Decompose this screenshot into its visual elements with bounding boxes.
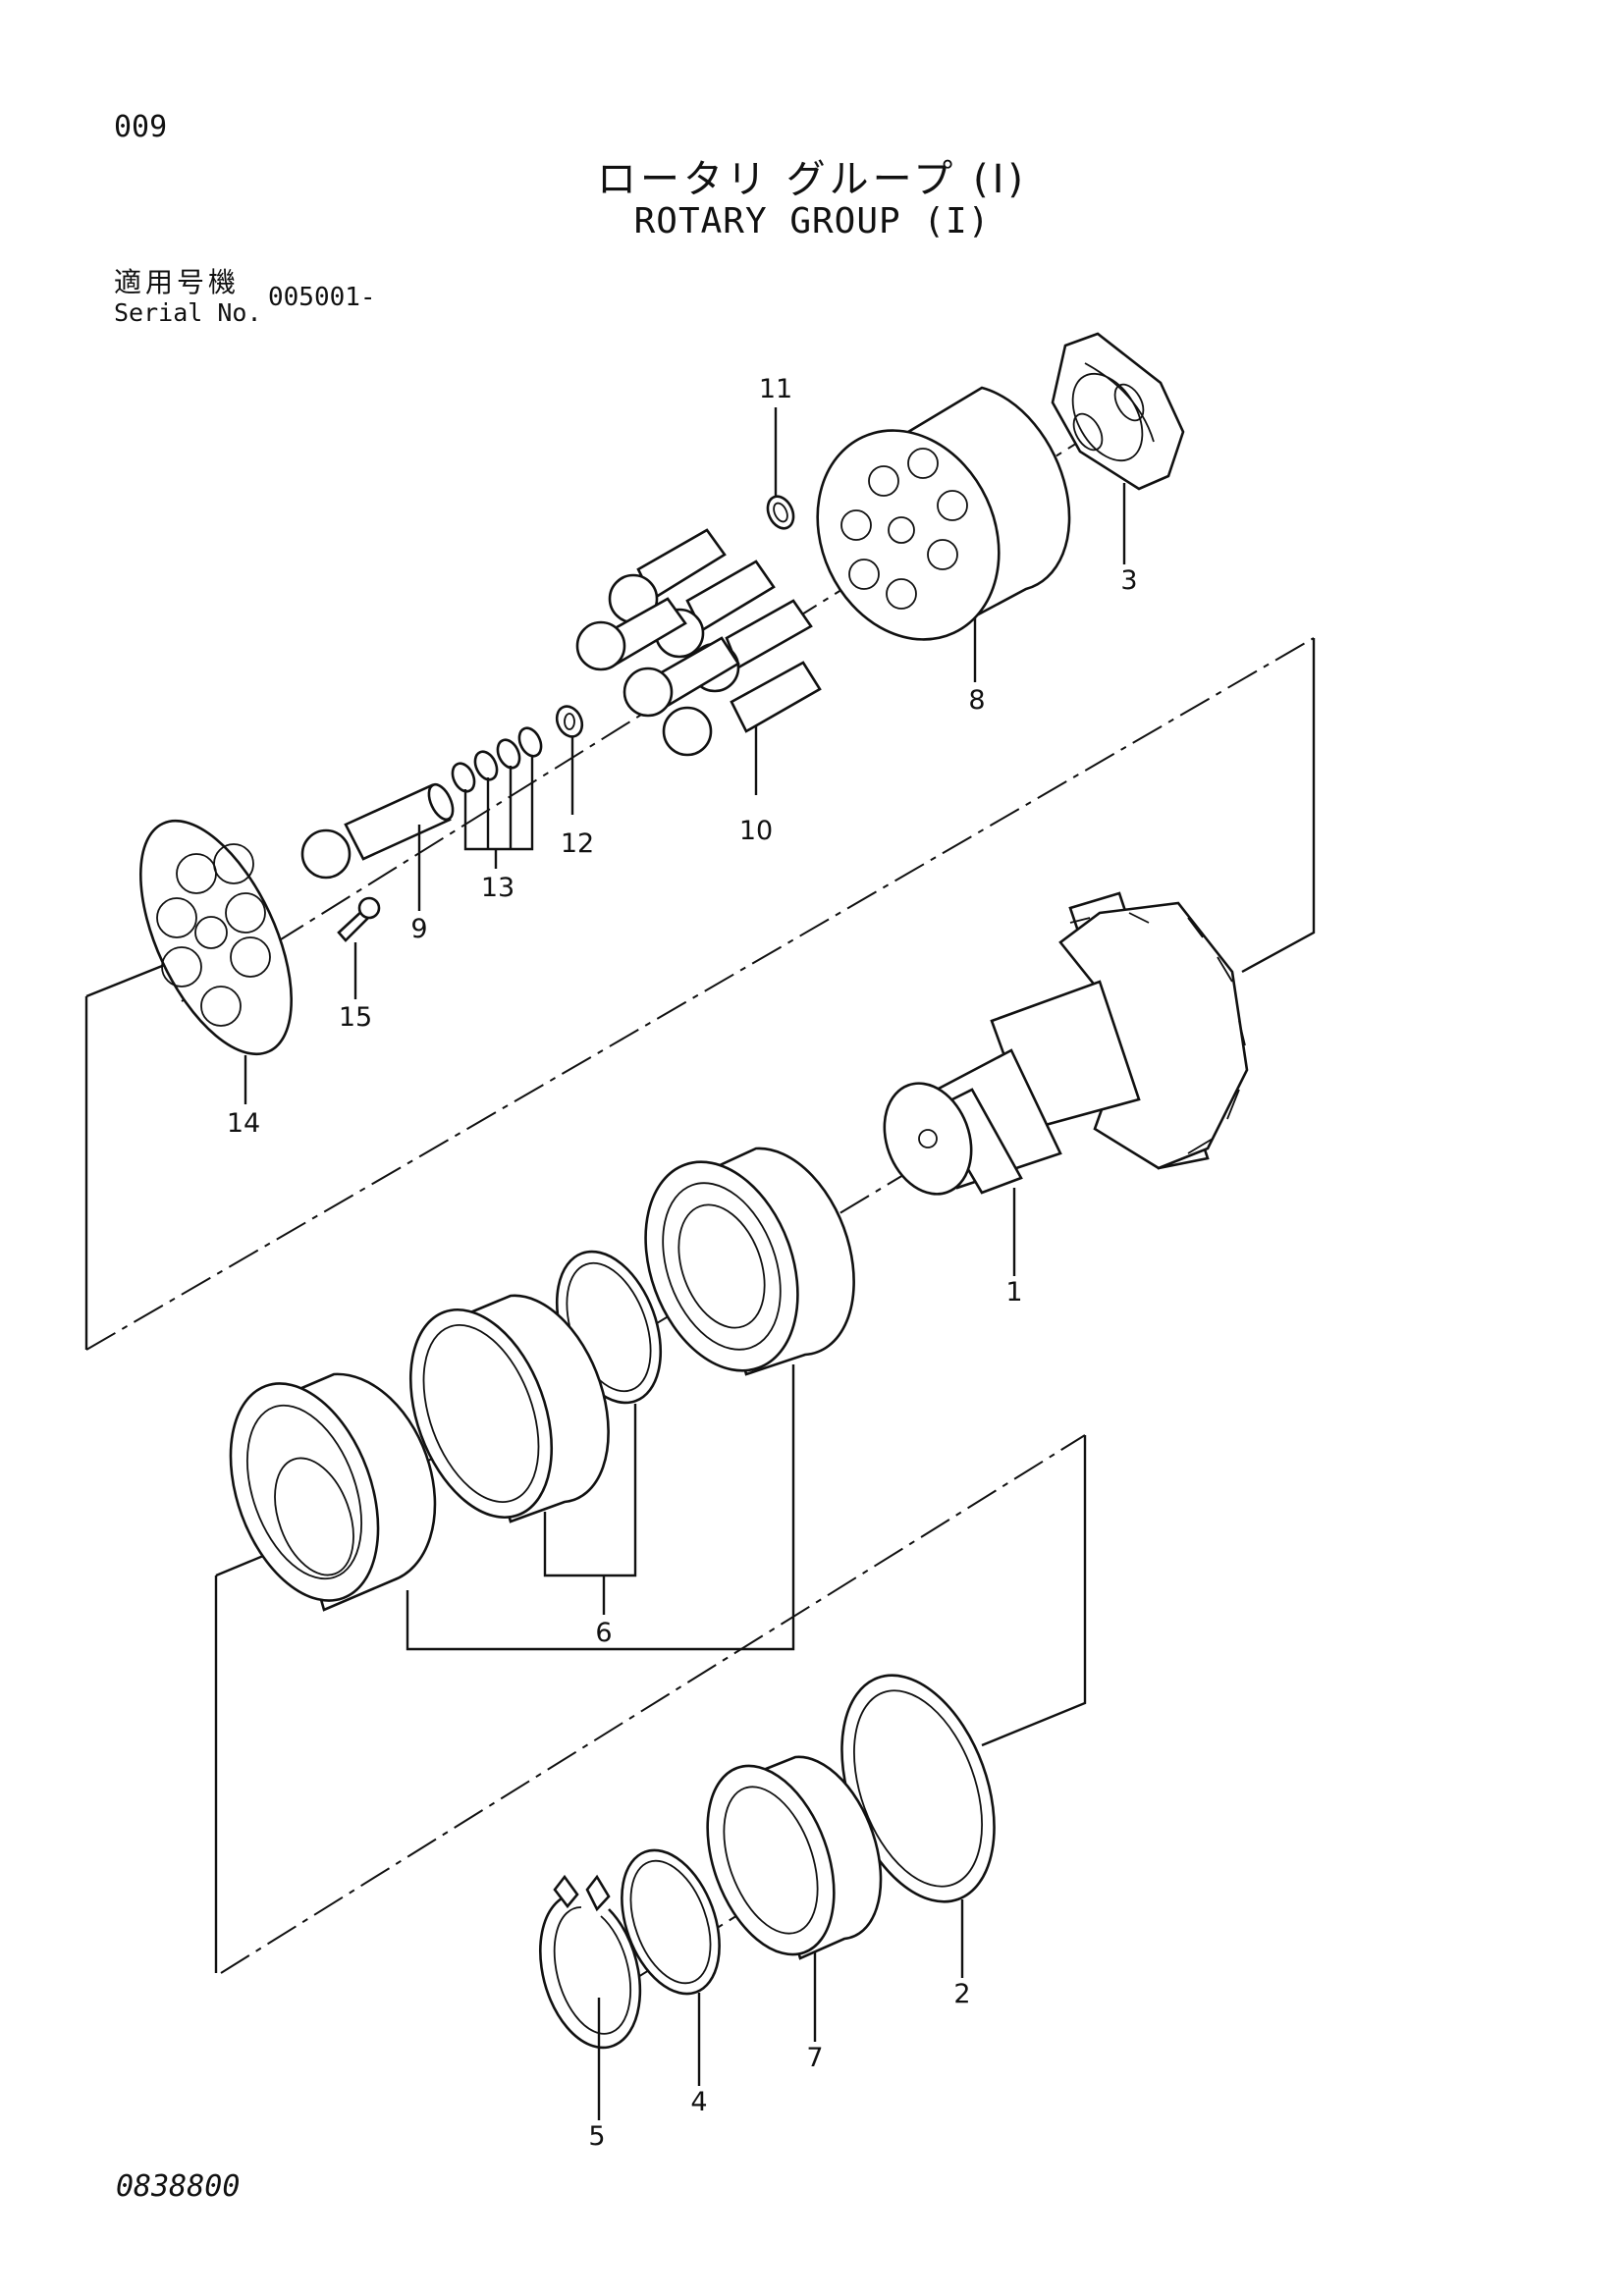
callout-8: 8 bbox=[968, 685, 985, 716]
ring-part-11 bbox=[766, 495, 795, 530]
callout-numbers: 1 2 3 4 5 6 7 8 9 10 11 12 13 14 15 bbox=[227, 374, 1138, 2152]
serial-label-english: Serial No. bbox=[114, 298, 262, 327]
callout-6: 6 bbox=[595, 1618, 612, 1648]
serial-number-range: 005001- bbox=[268, 283, 376, 312]
screw-part-15 bbox=[337, 896, 381, 942]
callout-1: 1 bbox=[1005, 1277, 1022, 1308]
page-number: 009 bbox=[114, 110, 168, 144]
title-japanese: ロータリ グループ (I) bbox=[596, 157, 1028, 202]
callout-2: 2 bbox=[953, 1979, 970, 2009]
callout-10: 10 bbox=[739, 816, 773, 846]
callout-12: 12 bbox=[561, 828, 594, 859]
washers-part-13 bbox=[451, 726, 543, 793]
callout-5: 5 bbox=[588, 2121, 605, 2152]
callout-13: 13 bbox=[481, 873, 514, 903]
callout-15: 15 bbox=[339, 1002, 372, 1033]
center-shaft-part-9 bbox=[300, 782, 455, 880]
bearing-left bbox=[229, 1372, 437, 1612]
retainer-plate-part-14 bbox=[138, 819, 294, 1056]
leader-lines bbox=[244, 407, 1126, 2120]
callout-14: 14 bbox=[227, 1108, 260, 1139]
drive-shaft-part-1 bbox=[883, 891, 1249, 1196]
pistons-part-10 bbox=[575, 528, 822, 757]
callout-3: 3 bbox=[1120, 565, 1137, 596]
callout-4: 4 bbox=[690, 2087, 707, 2117]
document-number: 0838800 bbox=[116, 2169, 241, 2204]
sleeve-ring bbox=[408, 1294, 610, 1523]
callout-7: 7 bbox=[806, 2043, 823, 2073]
callout-9: 9 bbox=[410, 914, 427, 944]
callout-11: 11 bbox=[759, 374, 792, 404]
bearing-right bbox=[644, 1147, 855, 1376]
cylinder-block-part-8 bbox=[816, 386, 1071, 641]
ball-guide-part-12 bbox=[555, 705, 584, 738]
valve-plate-part-3 bbox=[1051, 332, 1185, 491]
title-english: ROTARY GROUP (I) bbox=[633, 201, 991, 241]
serial-label-japanese: 適用号機 bbox=[114, 266, 241, 298]
snap-ring-part-5 bbox=[539, 1874, 642, 2050]
bearing-part-7 bbox=[706, 1755, 883, 1960]
